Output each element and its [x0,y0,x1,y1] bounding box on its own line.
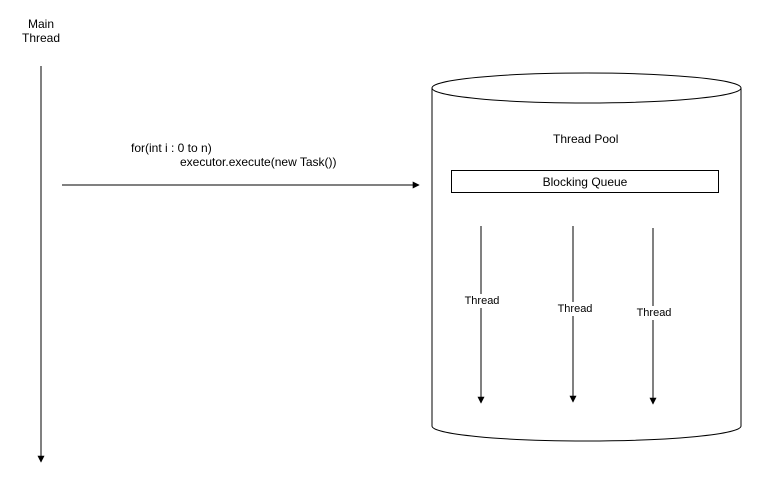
main-thread-label: Main Thread [18,17,64,45]
main-thread-label-line2: Thread [21,31,61,45]
worker-thread-label-1: Thread [463,294,501,308]
worker-thread-label-3: Thread [635,306,673,320]
main-thread-label-line1: Main [27,17,54,31]
blocking-queue-label: Blocking Queue [542,174,628,189]
blocking-queue-box: Blocking Queue [451,170,719,193]
worker-thread-label-2: Thread [556,302,594,316]
call-text-line2: executor.execute(new Task()) [180,155,337,169]
call-text-line1: for(int i : 0 to n) [131,141,212,155]
thread-pool-cylinder [431,72,742,442]
thread-pool-title: Thread Pool [553,132,619,146]
